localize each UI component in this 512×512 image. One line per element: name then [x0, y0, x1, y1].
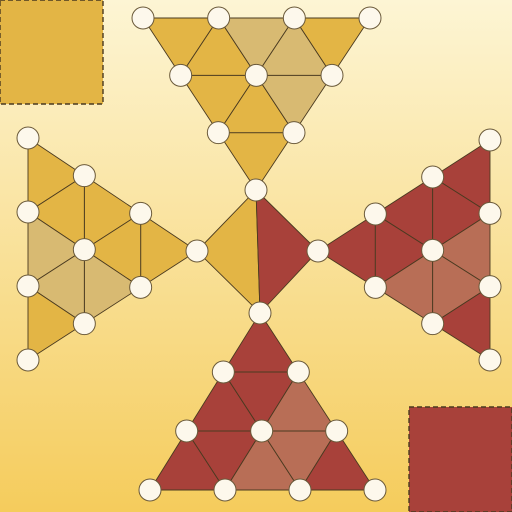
- peg-39[interactable]: [363, 478, 387, 502]
- peg-22[interactable]: [363, 275, 387, 299]
- peg-8[interactable]: [282, 6, 306, 30]
- peg-16[interactable]: [16, 126, 40, 150]
- peg-38[interactable]: [288, 478, 312, 502]
- peg-4[interactable]: [244, 63, 268, 87]
- center-cell-red[interactable]: [255, 189, 319, 314]
- board-triangles: [27, 17, 491, 491]
- peg-31[interactable]: [211, 360, 235, 384]
- peg-14[interactable]: [72, 238, 96, 262]
- player-slot-red[interactable]: [408, 406, 512, 512]
- left-triangle-cell-8[interactable]: [27, 285, 85, 361]
- bottom-triangle-cell-8[interactable]: [299, 430, 376, 491]
- peg-19[interactable]: [16, 348, 40, 372]
- peg-0[interactable]: [244, 178, 268, 202]
- board-pegs: [16, 6, 502, 502]
- peg-6[interactable]: [131, 6, 155, 30]
- peg-28[interactable]: [478, 275, 502, 299]
- peg-36[interactable]: [138, 478, 162, 502]
- peg-30[interactable]: [248, 301, 272, 325]
- peg-11[interactable]: [129, 201, 153, 225]
- peg-21[interactable]: [363, 202, 387, 226]
- peg-1[interactable]: [206, 121, 230, 145]
- peg-35[interactable]: [325, 419, 349, 443]
- peg-2[interactable]: [282, 121, 306, 145]
- peg-13[interactable]: [72, 164, 96, 188]
- player-slot-gold[interactable]: [0, 0, 104, 105]
- peg-12[interactable]: [129, 275, 153, 299]
- peg-25[interactable]: [421, 312, 445, 336]
- peg-34[interactable]: [250, 419, 274, 443]
- peg-5[interactable]: [320, 63, 344, 87]
- peg-23[interactable]: [421, 165, 445, 189]
- top-triangle-cell-8[interactable]: [293, 17, 371, 76]
- peg-7[interactable]: [207, 6, 231, 30]
- right-triangle-cell-8[interactable]: [432, 286, 491, 361]
- peg-15[interactable]: [72, 312, 96, 336]
- peg-37[interactable]: [213, 478, 237, 502]
- peg-33[interactable]: [175, 419, 199, 443]
- peg-26[interactable]: [478, 128, 502, 152]
- peg-3[interactable]: [169, 63, 193, 87]
- peg-18[interactable]: [16, 274, 40, 298]
- peg-17[interactable]: [16, 200, 40, 224]
- peg-24[interactable]: [421, 238, 445, 262]
- peg-29[interactable]: [478, 348, 502, 372]
- peg-9[interactable]: [358, 6, 382, 30]
- peg-10[interactable]: [185, 239, 209, 263]
- peg-27[interactable]: [478, 201, 502, 225]
- peg-20[interactable]: [306, 239, 330, 263]
- peg-32[interactable]: [286, 360, 310, 384]
